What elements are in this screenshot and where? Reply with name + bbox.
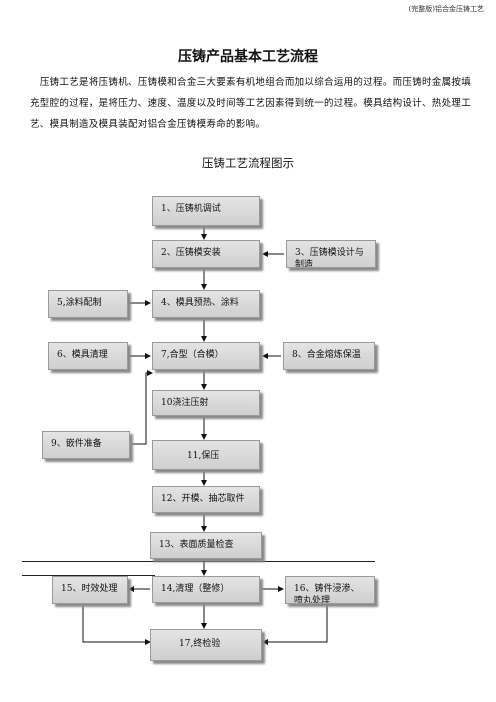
step-6-box: 6、模具清理 [48,342,128,370]
arrow-9-7 [132,370,153,445]
horizontal-rule-upper [22,561,375,562]
step-5-box: 5,涂料配制 [48,290,128,318]
intro-paragraph: 压铸工艺是将压铸机、压铸模和合金三大要素有机地组合而加以综合运用的过程。而压铸时… [30,72,475,135]
step-16-box: 16、铸件浸渗、喷丸处理 [285,576,375,604]
step-7-box: 7,合型（合模） [152,342,260,370]
step-10-label: 10浇注压射 [161,398,209,408]
step-3-box: 3、压铸模设计与制造 [286,240,376,268]
step-16-label: 16、铸件浸渗、喷丸处理 [294,584,360,604]
diagram-title: 压铸工艺流程图示 [202,156,294,170]
step-10-box: 10浇注压射 [152,390,260,416]
step-15-box: 15、时效处理 [52,576,128,604]
intro-text: 压铸工艺是将压铸机、压铸模和合金三大要素有机地组合而加以综合运用的过程。而压铸时… [30,77,472,130]
step-12-label: 12、开模、抽芯取件 [161,494,245,504]
step-9-label: 9、嵌件准备 [51,439,102,449]
step-4-box: 4、模具预热、涂料 [152,290,260,318]
step-3-label: 3、压铸模设计与制造 [295,248,364,268]
step-6-label: 6、模具清理 [57,350,108,360]
arrow-15-17 [82,604,151,645]
step-14-label: 14,清理（整修） [161,584,230,594]
document-title: 压铸产品基本工艺流程 [178,49,318,65]
step-7-label: 7,合型（合模） [161,350,224,360]
step-17-box: 17,终检验 [150,629,262,661]
step-9-box: 9、嵌件准备 [42,431,130,459]
step-15-label: 15、时效处理 [61,584,118,594]
horizontal-rule-lower [22,575,155,576]
step-13-box: 13、表面质量检查 [150,532,262,559]
step-1-box: 1、压铸机调试 [152,196,260,226]
step-2-label: 2、压铸模安装 [161,248,221,258]
arrow-16-17 [262,604,328,645]
step-12-box: 12、开模、抽芯取件 [152,486,260,513]
step-13-label: 13、表面质量检查 [159,540,234,550]
step-8-label: 8、合金熔炼保温 [292,350,361,360]
step-5-label: 5,涂料配制 [57,298,102,308]
step-17-label: 17,终检验 [179,639,221,649]
step-2-box: 2、压铸模安装 [152,240,260,268]
step-14-box: 14,清理（整修） [152,576,260,603]
step-11-label: 11,保压 [187,451,220,461]
step-1-label: 1、压铸机调试 [161,204,221,214]
page-header: (完整版)铝合金压铸工艺 [408,5,484,13]
step-8-box: 8、合金熔炼保温 [283,342,375,370]
step-11-box: 11,保压 [152,440,260,470]
step-4-label: 4、模具预热、涂料 [161,298,239,308]
